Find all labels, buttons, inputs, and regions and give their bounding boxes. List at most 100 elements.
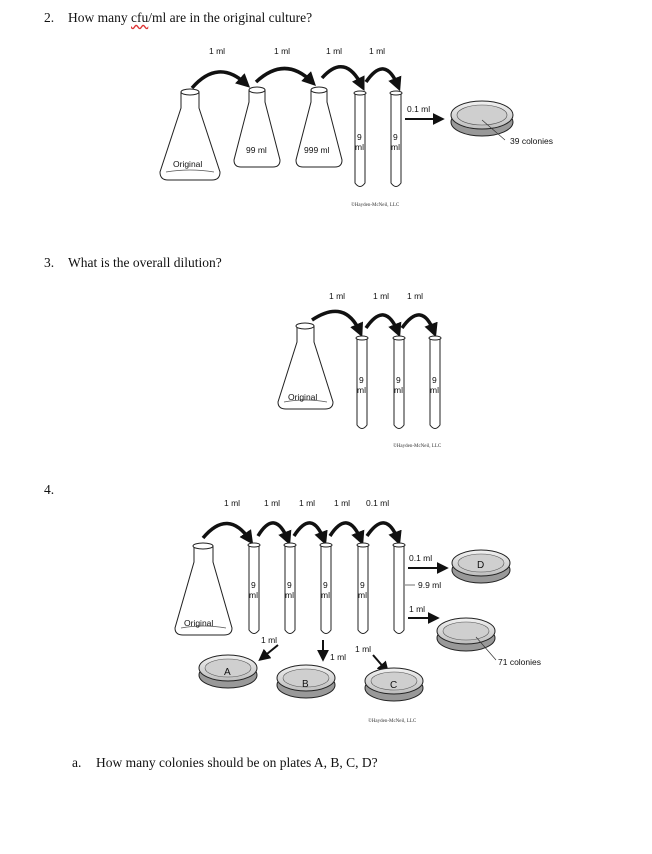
original-flask [159,88,221,181]
transfer-arrow [254,66,316,86]
tube-volume-unit: ml [357,385,366,395]
tube-volume-unit: ml [391,142,400,152]
tube-volume: 9 [396,375,401,385]
transfer-volume-label: 1 ml [224,498,240,508]
plate-label: A [224,667,231,678]
test-tube [389,90,403,187]
question-number: a. [72,755,82,770]
plating-arrow [258,644,279,662]
plate-label: D [477,560,484,571]
tube-volume: 9 [432,375,437,385]
petri-plate [436,617,496,652]
question-3: 3. What is the overall dilution? [44,255,222,271]
figure-2: 1 ml 1 ml 1 ml Original 9 ml 9 ml 9 ml ©… [277,291,442,449]
plating-arrow [372,654,390,674]
tube-volume: 9 [360,580,365,590]
original-flask [277,322,334,410]
tube-volume-unit: ml [321,590,330,600]
transfer-arrow [364,313,402,338]
original-flask [174,542,233,636]
transfer-volume-label: 1 ml [299,498,315,508]
copyright: ©Hayden-McNeil, LLC [368,718,417,724]
tube-volume-unit: ml [394,385,403,395]
question-2: 2. How many cfu/ml are in the original cu… [44,10,312,26]
petri-plate-b [276,664,336,699]
transfer-arrow [365,521,402,546]
flask-volume-label: 99 ml [246,145,267,155]
test-tube [353,90,367,187]
test-tube [428,335,442,429]
question-text-marked: cfu [131,10,149,25]
question-text: What is the overall dilution? [68,255,222,270]
flask-label: Original [288,392,317,402]
question-text-pre: How many [68,10,131,25]
plating-volume-label: 0.1 ml [409,553,432,563]
tube-volume-unit: ml [430,385,439,395]
question-number: 4. [44,482,55,497]
flask-999ml [295,86,343,168]
plating-volume-label: 1 ml [330,652,346,662]
copyright: ©Hayden-McNeil, LLC [351,202,400,208]
transfer-arrow [320,65,365,92]
colony-count-label: 71 colonies [498,657,541,667]
question-text: How many colonies should be on plates A,… [96,755,378,770]
transfer-volume-label: 1 ml [329,291,345,301]
transfer-arrow [256,521,292,546]
tube-volume: 9 [357,132,362,142]
flask-label: Original [184,618,213,628]
plate-label: C [390,680,397,691]
transfer-arrow [201,521,254,545]
tube-volume: 9 [393,132,398,142]
flask-volume-label: 999 ml [304,145,330,155]
transfer-arrow [292,521,328,546]
tube-volume: 9 [251,580,256,590]
plating-volume-label: 1 ml [409,604,425,614]
figure-3: 1 ml 1 ml 1 ml 1 ml 0.1 ml Original 9 ml… [174,498,541,724]
transfer-volume-label: 1 ml [209,46,225,56]
transfer-arrow [400,313,438,338]
colony-count-label: 39 colonies [510,136,553,146]
transfer-volume-label: 1 ml [274,46,290,56]
plating-volume-label: 1 ml [261,635,277,645]
figure-1: 1 ml 1 ml 1 ml 1 ml Original 99 ml 999 m… [159,46,553,208]
plating-volume-label: 0.1 ml [407,104,430,114]
tube-volume-unit: ml [249,590,258,600]
transfer-volume-label: 1 ml [407,291,423,301]
transfer-arrow [311,309,364,338]
question-text-post: /ml are in the original culture? [148,10,313,25]
transfer-volume-label: 1 ml [334,498,350,508]
leader-line [481,119,506,141]
flask-label: Original [173,159,202,169]
transfer-volume-label: 1 ml [373,291,389,301]
question-number: 3. [44,255,55,270]
test-tube [355,335,369,429]
plating-volume-label: 1 ml [355,644,371,654]
test-tube [392,542,406,634]
question-number: 2. [44,10,55,25]
test-tube [319,542,333,634]
plate-label: B [302,679,309,690]
transfer-arrow [364,67,402,92]
petri-plate-c [364,667,424,702]
transfer-volume-label: 0.1 ml [366,498,389,508]
test-tube [356,542,370,634]
transfer-arrow [190,70,251,90]
transfer-volume-label: 1 ml [369,46,385,56]
test-tube [283,542,297,634]
tube-volume: 9 [359,375,364,385]
transfer-arrow [328,521,365,546]
flask-99ml [233,86,281,168]
tube-volume: 9 [287,580,292,590]
copyright: ©Hayden-McNeil, LLC [393,443,442,449]
test-tube [392,335,406,429]
transfer-volume-label: 1 ml [264,498,280,508]
test-tube [247,542,261,634]
petri-plate-d [451,549,511,584]
tube-volume-unit: ml [285,590,294,600]
petri-plate-a [198,654,258,689]
transfer-volume-label: 1 ml [326,46,342,56]
tube-volume-unit: ml [355,142,364,152]
leader-line [475,636,497,661]
tube-volume: 9 [323,580,328,590]
